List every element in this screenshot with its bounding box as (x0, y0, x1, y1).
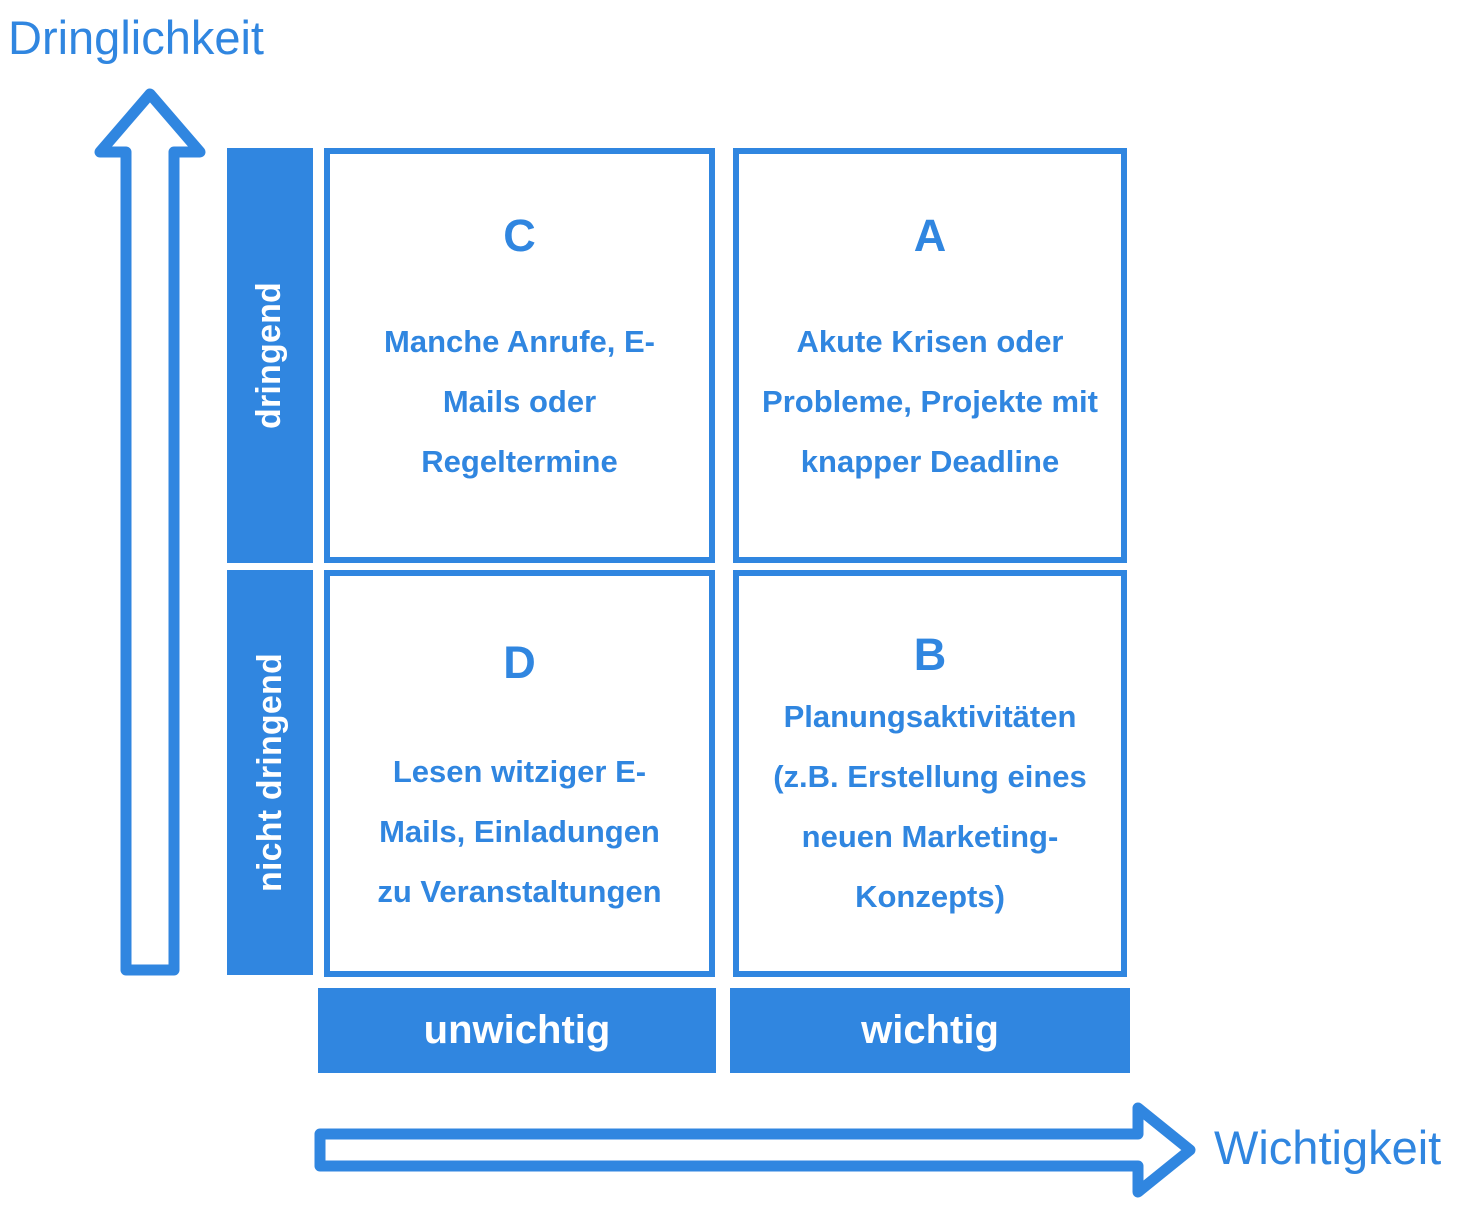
y-axis-title: Dringlichkeit (8, 11, 264, 64)
col-label-important-text: wichtig (861, 1008, 999, 1052)
quadrant-a-description: Akute Krisen oder Probleme, Projekte mit… (762, 312, 1098, 492)
quadrant-a-letter: A (913, 210, 947, 261)
quadrant-b-line-2: (z.B. Erstellung eines (773, 759, 1087, 794)
quadrant-c-letter: C (503, 210, 536, 261)
quadrant-b-line-3: neuen Marketing- (801, 819, 1059, 854)
quadrant-a[interactable]: A Akute Krisen oder Probleme, Projekte m… (733, 148, 1127, 563)
row-label-not-urgent-text: nicht dringend (250, 653, 289, 892)
arrow-up-icon (94, 84, 206, 980)
x-axis-title: Wichtigkeit (1214, 1121, 1442, 1174)
quadrant-a-line-3: knapper Deadline (800, 444, 1060, 479)
quadrant-b-description: Planungsaktivitäten (z.B. Erstellung ein… (773, 687, 1087, 927)
quadrant-b-letter: B (913, 629, 947, 680)
col-label-important: wichtig (730, 988, 1130, 1073)
quadrant-d-description: Lesen witziger E- Mails, Einladungen zu … (377, 742, 661, 922)
quadrant-c-line-2: Mails oder (442, 384, 597, 419)
quadrant-c-description: Manche Anrufe, E- Mails oder Regeltermin… (384, 312, 655, 492)
row-label-not-urgent: nicht dringend (227, 570, 313, 975)
quadrant-d-line-1: Lesen witziger E- (392, 754, 647, 789)
quadrant-c[interactable]: C Manche Anrufe, E- Mails oder Regelterm… (324, 148, 715, 563)
row-label-urgent-text: dringend (250, 281, 289, 430)
row-label-urgent: dringend (227, 148, 313, 563)
quadrant-a-line-1: Akute Krisen oder (796, 324, 1064, 359)
arrow-right-icon (312, 1100, 1198, 1200)
quadrant-a-line-2: Probleme, Projekte mit (762, 384, 1098, 419)
quadrant-d-letter: D (503, 637, 536, 688)
col-label-unimportant: unwichtig (318, 988, 716, 1073)
quadrant-b-line-1: Planungsaktivitäten (783, 699, 1077, 734)
col-label-unimportant-text: unwichtig (423, 1008, 611, 1052)
quadrant-b[interactable]: B Planungsaktivitäten (z.B. Erstellung e… (733, 570, 1127, 977)
quadrant-b-line-4: Konzepts) (855, 879, 1005, 914)
quadrant-d[interactable]: D Lesen witziger E- Mails, Einladungen z… (324, 570, 715, 977)
quadrant-c-line-1: Manche Anrufe, E- (384, 324, 655, 359)
quadrant-d-line-3: zu Veranstaltungen (377, 874, 662, 909)
quadrant-c-line-3: Regeltermine (421, 444, 618, 479)
quadrant-d-line-2: Mails, Einladungen (379, 814, 660, 849)
